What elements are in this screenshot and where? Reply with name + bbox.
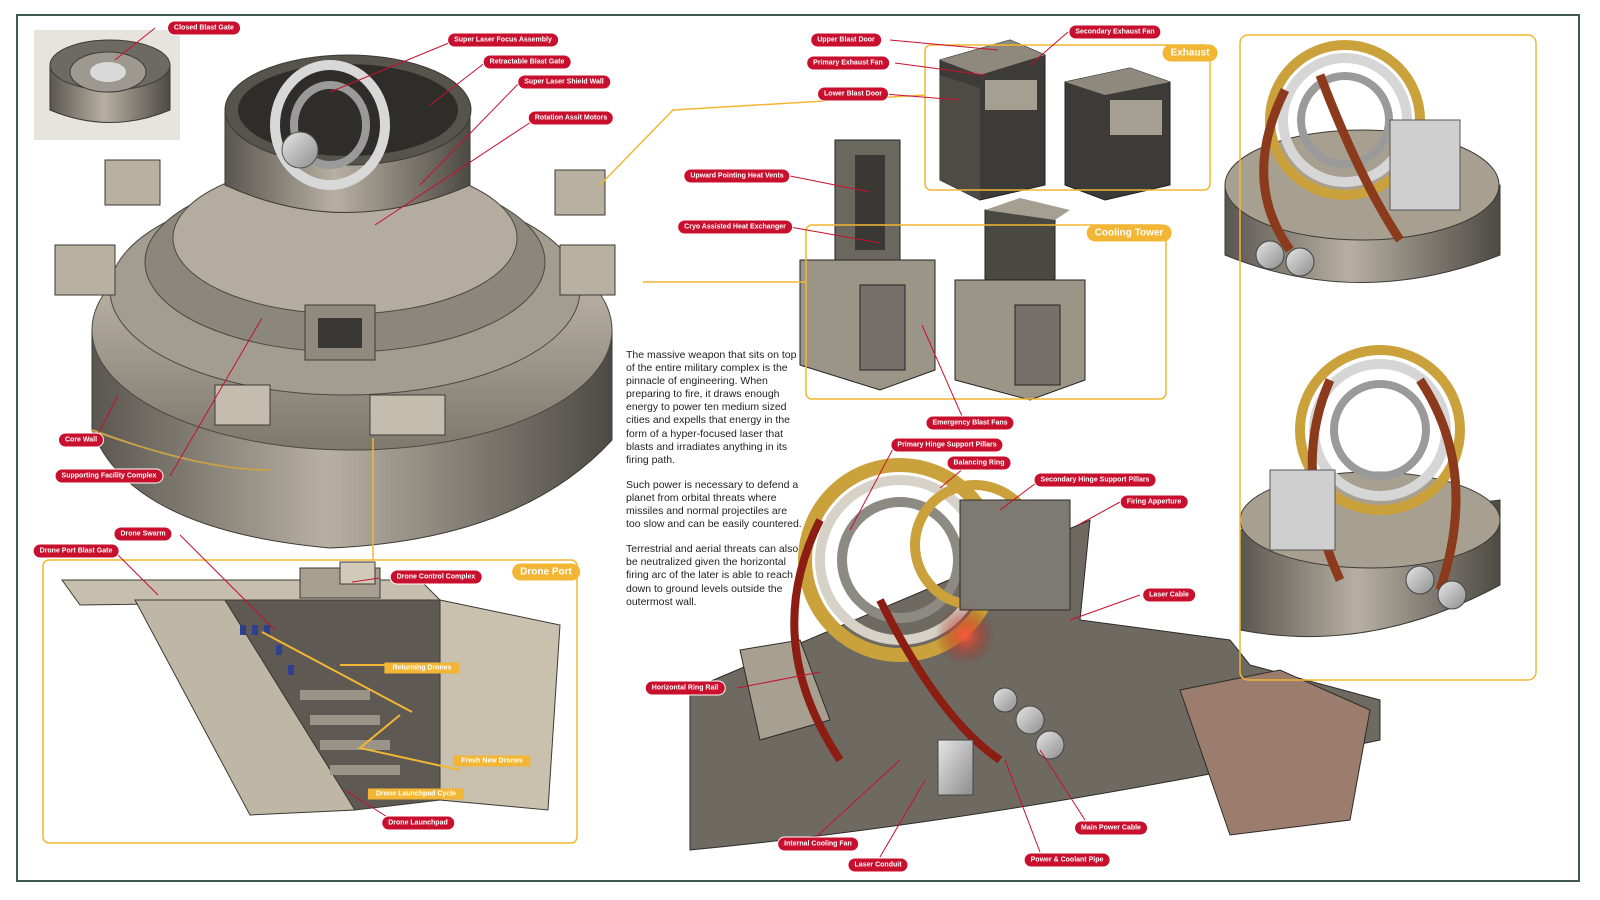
cannon-render-bottom xyxy=(1239,345,1501,638)
leader-lines xyxy=(94,27,1141,858)
label-drone-launchpad: Drone Launchpad xyxy=(382,816,454,830)
label-secondary-exhaust-fan: Secondary Exhaust Fan xyxy=(1069,25,1161,39)
label-drone-control-complex: Drone Control Complex xyxy=(390,570,482,584)
label-horizontal-ring-rail: Horizontal Ring Rail xyxy=(645,681,725,695)
cooling-tower-render xyxy=(799,139,1086,401)
exhaust-render xyxy=(939,39,1171,201)
label-rotation-assit-motors: Rotation Assit Motors xyxy=(528,111,614,125)
section-title-cooling-tower: Cooling Tower xyxy=(1086,224,1172,242)
label-super-laser-shield-wall: Super Laser Shield Wall xyxy=(518,75,610,89)
label-secondary-hinge-support-pillars: Secondary Hinge Support Pillars xyxy=(1034,473,1156,487)
label-super-laser-focus-assembly: Super Laser Focus Assembly xyxy=(448,33,558,47)
description-paragraph-1: The massive weapon that sits on top of t… xyxy=(626,349,797,466)
label-emergency-blast-fans: Emergency Blast Fans xyxy=(926,416,1014,430)
label-lower-blast-door: Lower Blast Door xyxy=(818,87,888,101)
label-cryo-assisted-heat-exchanger: Cryo Assisted Heat Exchanger xyxy=(678,220,792,234)
label-primary-hinge-support-pillars: Primary Hinge Support Pillars xyxy=(891,438,1003,452)
cannon-render-top xyxy=(1224,40,1501,283)
label-fresh-new-drones: Fresh New Drones xyxy=(453,755,531,767)
label-internal-cooling-fan: Internal Cooling Fan xyxy=(778,837,858,851)
label-balancing-ring: Balancing Ring xyxy=(947,456,1011,470)
exhaust-frame xyxy=(924,44,1211,191)
label-laser-cable: Laser Cable xyxy=(1143,588,1195,602)
laser-mechanism-render xyxy=(689,458,1381,851)
section-title-exhaust: Exhaust xyxy=(1162,44,1218,62)
description-paragraph-2: Such power is necessary to defend a plan… xyxy=(626,478,802,531)
label-firing-apperture: Firing Apperture xyxy=(1120,495,1188,509)
label-laser-conduit: Laser Conduit xyxy=(848,858,908,872)
description-text: The massive weapon that sits on top of t… xyxy=(626,349,804,621)
label-main-power-cable: Main Power Cable xyxy=(1075,821,1147,835)
label-upper-blast-door: Upper Blast Door xyxy=(811,33,881,47)
label-drone-swarm: Drone Swarm xyxy=(114,527,172,541)
drone-port-render xyxy=(61,561,561,816)
cooling-tower-frame xyxy=(805,224,1167,400)
drone-port-frame xyxy=(42,559,578,844)
label-returning-drones: Returning Drones xyxy=(384,662,460,674)
label-closed-blast-gate: Closed Blast Gate xyxy=(168,21,240,35)
page-frame xyxy=(16,14,1580,882)
right-renders-frame xyxy=(1239,34,1537,681)
label-core-wall: Core Wall xyxy=(58,433,104,447)
description-paragraph-3: Terrestrial and aerial threats can also … xyxy=(626,543,799,608)
label-power-coolant-pipe: Power & Coolant Pipe xyxy=(1024,853,1110,867)
label-drone-port-blast-gate: Drone Port Blast Gate xyxy=(33,544,119,558)
label-retractable-blast-gate: Retractable Blast Gate xyxy=(483,55,571,69)
label-drone-launchpad-cycle: Drone Launchpad Cycle xyxy=(367,788,465,800)
section-title-drone-port: Drone Port xyxy=(512,563,580,581)
label-supporting-facility-complex: Supporting Facility Complex xyxy=(55,469,163,483)
section-frames xyxy=(42,34,1537,844)
inset-closed-blast-gate xyxy=(34,30,180,140)
main-complex-render xyxy=(54,54,616,549)
label-primary-exhaust-fan: Primary Exhaust Fan xyxy=(807,56,889,70)
label-upward-pointing-heat-vents: Upward Pointing Heat Vents xyxy=(684,169,790,183)
